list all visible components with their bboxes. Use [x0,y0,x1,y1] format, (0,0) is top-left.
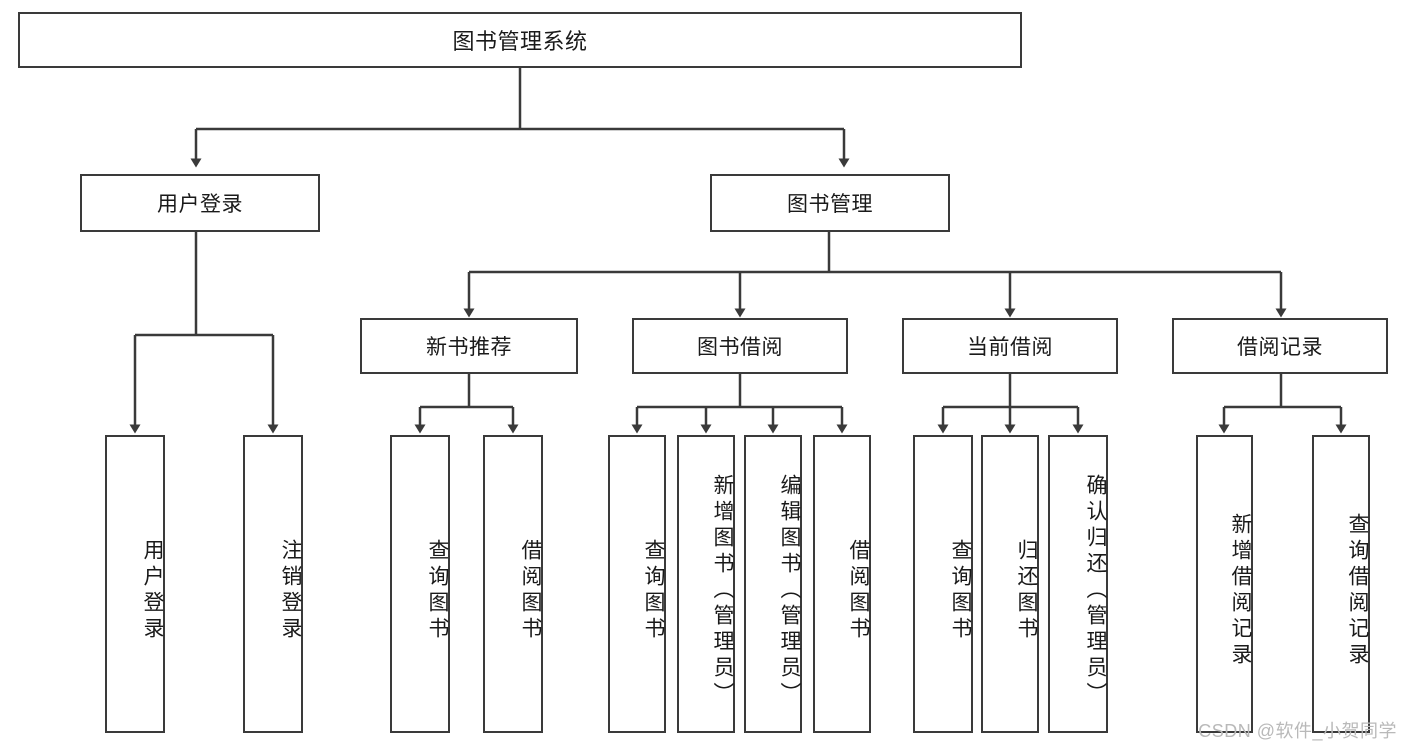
leaf-borrow-edit-book-admin[interactable]: 编辑图书（管理员） [744,435,802,733]
node-label: 查询图书 [642,539,665,643]
leaf-borrow-query-book[interactable]: 查询图书 [608,435,666,733]
node-borrow-record[interactable]: 借阅记录 [1172,318,1388,374]
node-label: 用户登录 [141,539,164,643]
node-label: 新书推荐 [426,336,512,359]
csdn-watermark: CSDN @软件_小贺同学 [1198,721,1397,741]
node-user-login[interactable]: 用户登录 [80,174,320,232]
node-label: 查询借阅记录 [1346,513,1369,669]
node-label: 查询图书 [949,539,972,643]
node-current-borrow[interactable]: 当前借阅 [902,318,1118,374]
node-label: 借阅图书 [519,539,542,643]
leaf-current-query-book[interactable]: 查询图书 [913,435,973,733]
node-label: 注销登录 [279,539,302,643]
node-label: 借阅记录 [1237,336,1323,359]
node-root-system[interactable]: 图书管理系统 [18,12,1022,68]
node-label: 确认归还（管理员） [1084,474,1107,708]
leaf-record-query-record[interactable]: 查询借阅记录 [1312,435,1370,733]
leaf-recommend-borrow-book[interactable]: 借阅图书 [483,435,543,733]
leaf-current-confirm-return-admin[interactable]: 确认归还（管理员） [1048,435,1108,733]
node-label: 归还图书 [1015,539,1038,643]
node-label: 图书管理系统 [452,29,588,54]
node-label: 图书借阅 [697,336,783,359]
leaf-borrow-borrow-book[interactable]: 借阅图书 [813,435,871,733]
leaf-recommend-query-book[interactable]: 查询图书 [390,435,450,733]
leaf-user-login-login[interactable]: 用户登录 [105,435,165,733]
node-label: 新增图书（管理员） [711,474,734,708]
node-label: 新增借阅记录 [1229,513,1252,669]
node-label: 编辑图书（管理员） [778,474,801,708]
node-new-book-recommend[interactable]: 新书推荐 [360,318,578,374]
node-label: 查询图书 [426,539,449,643]
node-book-borrow[interactable]: 图书借阅 [632,318,848,374]
leaf-user-login-logout[interactable]: 注销登录 [243,435,303,733]
leaf-borrow-add-book-admin[interactable]: 新增图书（管理员） [677,435,735,733]
node-label: 用户登录 [157,193,243,216]
leaf-record-add-record[interactable]: 新增借阅记录 [1196,435,1253,733]
leaf-current-return-book[interactable]: 归还图书 [981,435,1039,733]
node-label: 借阅图书 [847,539,870,643]
node-label: 当前借阅 [967,336,1053,359]
node-book-management[interactable]: 图书管理 [710,174,950,232]
node-label: 图书管理 [787,193,873,216]
